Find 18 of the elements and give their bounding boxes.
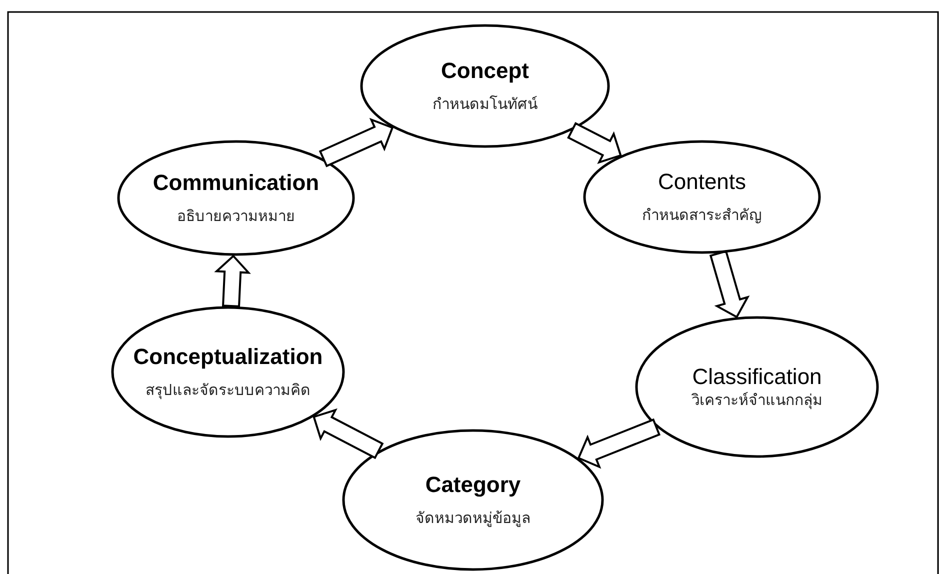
- node-title: Conceptualization: [133, 344, 323, 370]
- node-title: Classification: [692, 364, 822, 390]
- node-subtitle: กำหนดมโนทัศน์: [432, 96, 538, 114]
- node-title: Communication: [152, 170, 320, 196]
- node-title: Category: [425, 472, 521, 498]
- block-arrow: [318, 118, 394, 168]
- node-subtitle: สรุปและจัดระบบความคิด: [146, 382, 310, 400]
- node-subtitle: อธิบายความหมาย: [177, 208, 295, 226]
- node-subtitle: กำหนดสาระสำคัญ: [642, 207, 762, 226]
- node-subtitle: วิเคราะห์จำแนกกลุ่ม: [692, 392, 822, 410]
- node-title: Concept: [441, 58, 529, 84]
- block-arrow: [214, 254, 251, 308]
- block-arrow: [577, 418, 661, 469]
- block-arrow: [312, 408, 384, 460]
- node-title: Contents: [658, 168, 746, 196]
- node-subtitle: จัดหมวดหมู่ข้อมูล: [416, 510, 530, 528]
- block-arrow: [709, 250, 750, 318]
- block-arrow: [567, 122, 622, 164]
